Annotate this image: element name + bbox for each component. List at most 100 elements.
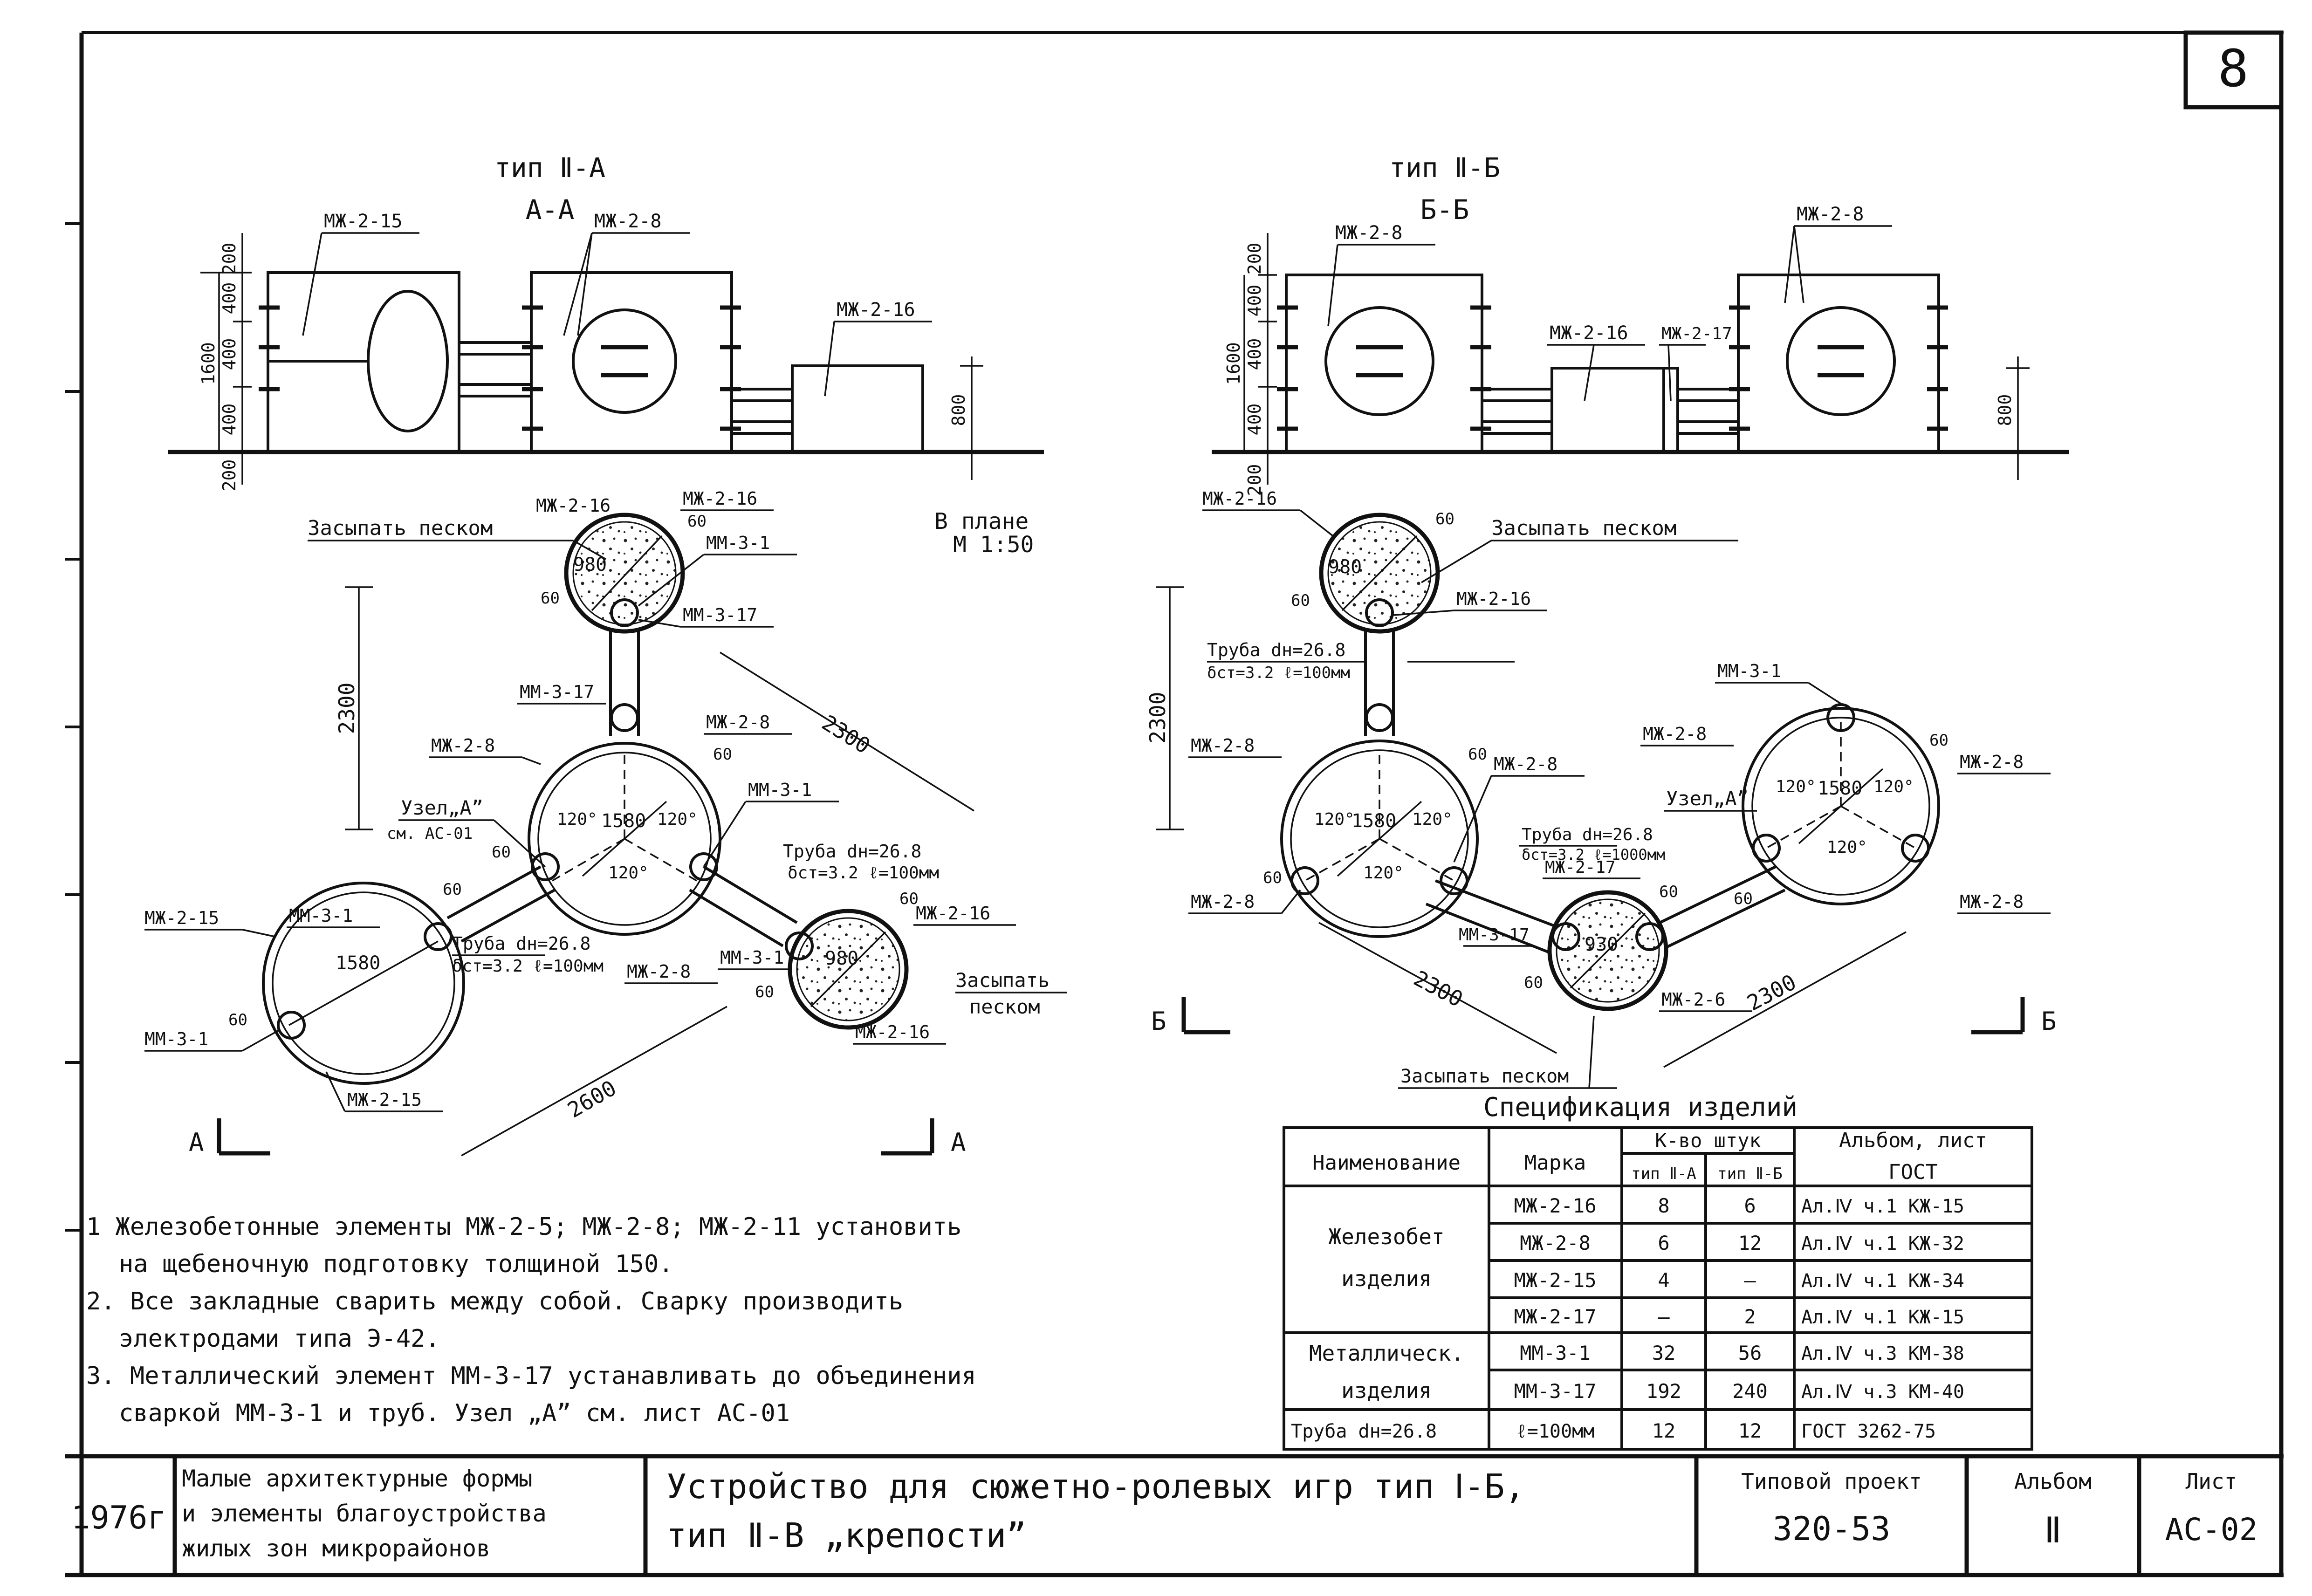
plan-mm-3-17-b: ММ-3-17 (520, 682, 594, 702)
plan-pipe-1: Труба dн=26.8 (783, 841, 921, 862)
planb-angle-1: 120° (1314, 810, 1355, 829)
tb-project-label: Типовой проект (1741, 1469, 1922, 1494)
dim-1600: 1600 (198, 342, 219, 385)
spec-head-mark: Марка (1524, 1151, 1586, 1175)
planb-d-930: 930 (1585, 934, 1618, 955)
svg-text:Ал.Ⅳ ч.1 КЖ-34: Ал.Ⅳ ч.1 КЖ-34 (1801, 1270, 1964, 1292)
svg-text:Труба dн=26.8: Труба dн=26.8 (1291, 1421, 1437, 1442)
plan-caption-1: В плане (934, 508, 1029, 534)
planb-mzh-2-8-d: МЖ-2-8 (1494, 754, 1557, 774)
spec-head-qa: тип Ⅱ-А (1631, 1164, 1696, 1183)
plan-angle-3: 120° (608, 863, 649, 883)
planb-angle-3: 120° (1363, 863, 1404, 883)
svg-text:МЖ-2-17: МЖ-2-17 (1514, 1305, 1596, 1328)
svg-text:4: 4 (1658, 1269, 1669, 1292)
svg-text:Ал.Ⅳ ч.1 КЖ-15: Ал.Ⅳ ч.1 КЖ-15 (1801, 1196, 1964, 1217)
spec-row: МЖ-2-8 6 12 Ал.Ⅳ ч.1 КЖ-32 (1520, 1232, 1964, 1254)
spec-head-album: Альбом, лист (1839, 1129, 1987, 1152)
plan-mm-3-1-a: ММ-3-1 (706, 533, 770, 553)
dim-400-b-b: 400 (1244, 338, 1265, 370)
plan-mm-3-1-d: ММ-3-1 (720, 947, 784, 968)
dim-400-c: 400 (219, 404, 240, 436)
planb-angle-4: 120° (1776, 777, 1816, 796)
svg-text:Ал.Ⅳ ч.1 КЖ-32: Ал.Ⅳ ч.1 КЖ-32 (1801, 1233, 1964, 1254)
planb-pipe-1: Труба dн=26.8 (1207, 640, 1345, 660)
svg-text:—: — (1658, 1305, 1670, 1328)
plan-d60-g: 60 (755, 983, 774, 1001)
plan-mm-3-1-e: ММ-3-1 (144, 1029, 208, 1049)
section-type-label: тип Ⅱ-А (494, 152, 605, 184)
svg-text:6: 6 (1744, 1194, 1756, 1217)
svg-text:ГОСТ 3262-75: ГОСТ 3262-75 (1801, 1421, 1936, 1442)
planb-pipe-2-b: δст=3.2 ℓ=1000мм (1522, 846, 1665, 863)
tb-project-value: 320-53 (1773, 1510, 1891, 1548)
plan-mzh-2-16-c: МЖ-2-16 (916, 903, 990, 924)
spec-group-metal-2: изделия (1341, 1378, 1432, 1403)
svg-text:ℓ=100мм: ℓ=100мм (1516, 1421, 1595, 1442)
dim-2300-vert: 2300 (334, 683, 359, 734)
label-mzh-2-16-b: МЖ-2-16 (1550, 322, 1628, 344)
tb-org-3: жилых зон микрорайонов (182, 1535, 490, 1562)
sheet-number: 8 (2218, 39, 2249, 98)
elevation-type-2b: тип Ⅱ-Б Б-Б МЖ-2-8 МЖ-2-8 (1212, 152, 2069, 496)
svg-text:МЖ-2-8: МЖ-2-8 (1520, 1232, 1591, 1254)
plan-fill-sand-1: Засыпать песком (308, 516, 493, 540)
spec-row: ММ-3-1 32 56 Ал.Ⅳ ч.3 КМ-38 (1520, 1342, 1964, 1364)
plan-type-2a: В плане М 1:50 (144, 488, 1067, 1157)
plan-d-980-a: 980 (573, 554, 607, 575)
spec-head-qty: К-во штук (1655, 1129, 1761, 1152)
planb-d-980: 980 (1328, 556, 1362, 578)
plan-mzh-2-8-b: МЖ-2-8 (431, 735, 495, 756)
plan-d60-e: 60 (443, 880, 462, 899)
cut-mark-a-right: А (951, 1128, 966, 1157)
plan-d60-c: 60 (713, 745, 732, 764)
plan-pipe-1-b: Труба dн=26.8 (452, 933, 590, 954)
planb-mzh-2-6: МЖ-2-6 (1661, 989, 1725, 1010)
note-2b: электродами типа Э-42. (119, 1325, 440, 1353)
planb-d60-g: 60 (1524, 973, 1543, 992)
plan-mm-3-1-c: ММ-3-1 (289, 905, 353, 926)
cut-mark-b-left: Б (1151, 1007, 1166, 1036)
plan-mm-3-17-a: ММ-3-17 (683, 605, 757, 625)
dim-200-bottom: 200 (219, 459, 240, 492)
planb-pipe-2: δст=3.2 ℓ=100мм (1207, 664, 1350, 682)
tb-album-value: Ⅱ (2044, 1509, 2061, 1551)
section-cut-label: А-А (526, 194, 575, 226)
planb-mzh-2-8-f: МЖ-2-8 (1960, 891, 2024, 912)
plan-d60-d: 60 (492, 843, 511, 862)
planb-fill-sand-a: Засыпать песком (1491, 516, 1676, 540)
planb-mzh-2-8-b: МЖ-2-8 (1960, 752, 2024, 772)
svg-text:32: 32 (1652, 1342, 1676, 1364)
plan-pipe-2: δст=3.2 ℓ=100мм (788, 863, 939, 883)
sheet-number-box: 8 (2183, 30, 2284, 110)
plan-d60-h: 60 (228, 1011, 247, 1029)
spec-group-rc-2: изделия (1341, 1266, 1432, 1291)
plan-mzh-2-16-a: МЖ-2-16 (536, 495, 611, 516)
label-mzh-2-15: МЖ-2-15 (324, 211, 403, 232)
note-3a: 3. Металлический элемент ММ-3-17 устанав… (86, 1362, 976, 1390)
plan-d-1580-b: 1580 (336, 952, 380, 974)
svg-text:МЖ-2-15: МЖ-2-15 (1514, 1269, 1596, 1292)
spec-row: МЖ-2-15 4 — Ал.Ⅳ ч.1 КЖ-34 (1514, 1269, 1964, 1292)
section-cut-label-b: Б-Б (1420, 194, 1469, 226)
cut-mark-a-left: А (189, 1128, 204, 1157)
plan-fill-sand-a: Засыпать (955, 969, 1050, 992)
dim-400-c-b: 400 (1244, 404, 1265, 436)
plan-node-a: Узел„А” (401, 796, 483, 819)
planb-fill-sand-b: Засыпать песком (1400, 1066, 1569, 1087)
dim-800-b: 800 (1995, 394, 2015, 426)
svg-text:240: 240 (1732, 1380, 1768, 1403)
svg-text:Ал.Ⅳ ч.1 КЖ-15: Ал.Ⅳ ч.1 КЖ-15 (1801, 1307, 1964, 1328)
dim-200-top: 200 (219, 243, 240, 275)
plan-d60-a: 60 (687, 512, 707, 531)
plan-angle-2: 120° (657, 810, 698, 829)
svg-text:—: — (1744, 1269, 1756, 1292)
note-3b: сваркой ММ-3-1 и труб. Узел „А” см. лист… (119, 1399, 790, 1427)
planb-d60-c: 60 (1468, 745, 1487, 764)
spec-row: МЖ-2-16 8 6 Ал.Ⅳ ч.1 КЖ-15 (1514, 1194, 1964, 1217)
planb-mm-3-17: ММ-3-17 (1459, 925, 1530, 945)
planb-mzh-2-8-e: МЖ-2-8 (1191, 891, 1255, 912)
planb-d60-a: 60 (1435, 510, 1454, 528)
note-2a: 2. Все закладные сварить между собой. Св… (86, 1288, 903, 1315)
svg-text:8: 8 (1658, 1194, 1669, 1217)
